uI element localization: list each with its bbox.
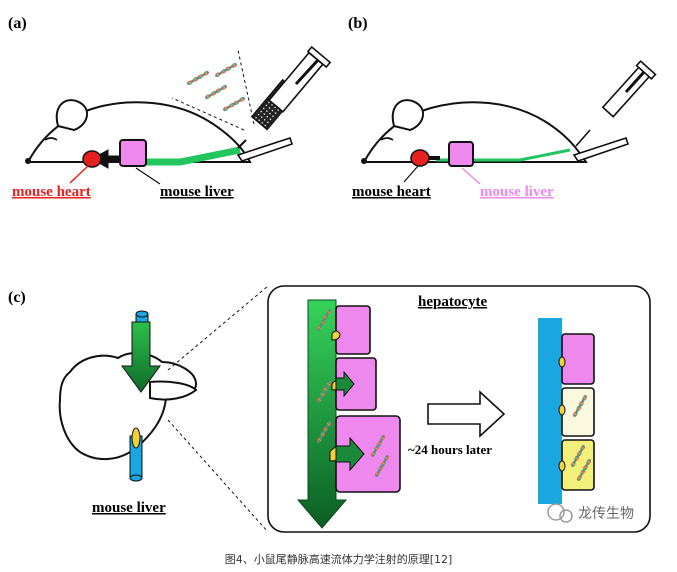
syringe-b: [575, 59, 657, 147]
watermark-text: 龙传生物: [578, 506, 634, 522]
mouse-a: [25, 99, 294, 164]
liver-flow-arrow: [121, 321, 161, 393]
gallbladder: [131, 427, 141, 449]
hepatocyte-title: hepatocyte: [418, 294, 487, 310]
dna-icon-3: [221, 95, 247, 113]
panel-c-label: (c): [8, 289, 26, 306]
heart-a: [82, 150, 102, 168]
dna-icon-2: [203, 83, 229, 101]
mouse-b: [361, 99, 630, 164]
dna-icon-4: [213, 61, 239, 79]
heart-b: [410, 149, 430, 167]
liver-box-a: [119, 139, 147, 167]
cell-after-1: [561, 333, 595, 385]
flow-line-a: [140, 146, 241, 166]
cell-after-2: [561, 387, 595, 437]
liver-label-b: mouse liver: [480, 184, 554, 200]
syringe-a: [171, 45, 332, 149]
heart-label-a: mouse heart: [12, 184, 91, 200]
heart-label-b: mouse heart: [352, 184, 431, 200]
time-label: ~24 hours later: [408, 442, 492, 457]
later-arrow: [427, 390, 506, 438]
watermark-logo-icon: [547, 503, 573, 523]
panel-a-label: (a): [8, 15, 27, 32]
figure-caption: 图4、小鼠尾静脉高速流体力学注射的原理[12]: [224, 553, 453, 566]
entry-arrow-2: [335, 436, 365, 472]
cell-1: [335, 305, 371, 355]
sinusoid-vessel: [538, 318, 562, 504]
liver-box-b: [448, 141, 474, 167]
panel-b-label: (b): [348, 15, 368, 32]
entry-arrow-1: [335, 370, 355, 398]
dna-icon-1: [185, 69, 211, 87]
liver-label-a: mouse liver: [160, 184, 234, 200]
liver-organ: [58, 352, 198, 460]
liver-label-c: mouse liver: [92, 500, 166, 516]
cell-after-3: [561, 439, 595, 491]
